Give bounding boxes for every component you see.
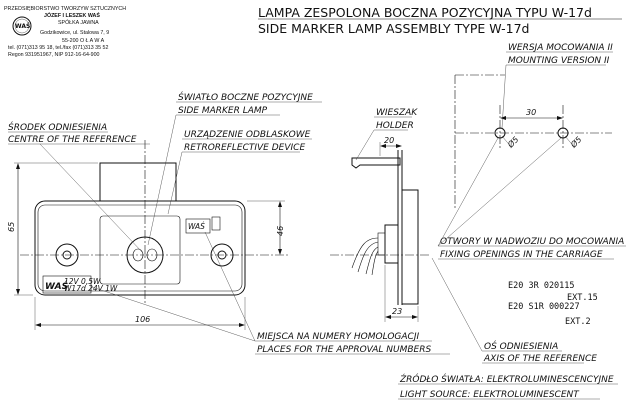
side-dimensions: 20 23 xyxy=(379,136,419,322)
label-centre-pl: ŚRODEK ODNIESIENIA xyxy=(8,121,107,133)
dim-center-height: 46 xyxy=(276,226,285,236)
callout-centre-reference: ŚRODEK ODNIESIENIA CENTRE OF THE REFEREN… xyxy=(8,121,150,254)
approval-code-1: E20 3R 020115 xyxy=(508,281,575,291)
label-light-pl: ŚWIATŁO BOCZNE POZYCYJNE xyxy=(178,91,313,103)
callout-side-marker-lamp: ŚWIATŁO BOCZNE POZYCYJNE SIDE MARKER LAM… xyxy=(147,91,322,246)
lens-type: W17d 24V 1W xyxy=(64,284,118,293)
dim-hole-spacing: 30 xyxy=(526,108,536,117)
company-owners: JÓZEF I LESZEK WAŚ xyxy=(44,11,100,19)
lamp-front-view: WAŚ WAŚ 12V 0,5W W17d 24V 1W xyxy=(20,140,290,305)
label-numbers-pl: MIEJSCA NA NUMERY HOMOLOGACJI xyxy=(257,332,419,342)
dim-holder-width: 20 xyxy=(384,136,394,145)
label-light-en: SIDE MARKER LAMP xyxy=(178,106,268,116)
company-form: SPÓŁKA JAWNA xyxy=(58,19,99,26)
dim-width: 106 xyxy=(135,315,150,324)
company-logo-text: WAŚ xyxy=(15,23,30,30)
approval-code-2: E20 S1R 000227 xyxy=(508,302,580,312)
label-axis-pl: OŚ ODNIESIENIA xyxy=(484,340,558,352)
lens-voltage: 12V 0,5W xyxy=(64,277,101,286)
label-axis-en: AXIS OF THE REFERENCE xyxy=(483,354,597,364)
mounting-version-ii: WERSJA MOCOWANIA II MOUNTING VERSION II … xyxy=(454,43,613,210)
company-street: Godzikowice, ul. Stalowa 7, 9 xyxy=(40,30,109,36)
dim-body-depth: 23 xyxy=(392,307,402,316)
label-numbers-en: PLACES FOR THE APPROVAL NUMBERS xyxy=(257,345,431,355)
company-phone: tel. (071)313 95 18, tel./fax (071)313 3… xyxy=(8,45,108,51)
fixing-hole-right xyxy=(557,127,569,139)
company-header: PRZEDSIĘBIORSTWO TWORZYW SZTUCZNYCH JÓZE… xyxy=(4,6,126,58)
lens-brand: WAŚ xyxy=(45,280,68,292)
label-retro-pl: URZĄDZENIE ODBLASKOWE xyxy=(184,130,311,140)
label-retro-en: RETROREFLECTIVE DEVICE xyxy=(184,143,305,153)
approval-codes: E20 3R 020115 EXT.15 E20 S1R 000227 EXT.… xyxy=(508,281,598,327)
label-mount-pl: WERSJA MOCOWANIA II xyxy=(508,43,613,53)
label-holes-pl: OTWORY W NADWOZIU DO MOCOWANIA xyxy=(440,237,624,247)
dim-height: 65 xyxy=(7,222,16,232)
title-en: SIDE MARKER LAMP ASSEMBLY TYPE W-17d xyxy=(258,21,529,36)
lens-small-brand: WAŚ xyxy=(188,222,205,231)
fixing-hole-left xyxy=(494,127,506,139)
company-name: PRZEDSIĘBIORSTWO TWORZYW SZTUCZNYCH xyxy=(4,6,126,12)
company-logo: WAŚ xyxy=(12,16,32,36)
label-holder-en: HOLDER xyxy=(376,121,414,131)
drawing-title: LAMPA ZESPOLONA BOCZNA POZYCYJNA TYPU W-… xyxy=(258,5,622,36)
light-source-note: ŹRÓDŁO ŚWIATŁA: ELEKTROLUMINESCENCYJNE L… xyxy=(398,373,618,400)
lamp-side-view xyxy=(330,150,430,305)
title-pl: LAMPA ZESPOLONA BOCZNA POZYCYJNA TYPU W-… xyxy=(258,5,592,20)
front-dimensions: 65 106 46 xyxy=(7,162,285,330)
callout-fixing-openings: OTWORY W NADWOZIU DO MOCOWANIA FIXING OP… xyxy=(437,137,626,260)
label-source-pl: ŹRÓDŁO ŚWIATŁA: ELEKTROLUMINESCENCYJNE xyxy=(399,373,614,385)
callout-holder: WIESZAK HOLDER xyxy=(355,108,418,161)
label-holes-en: FIXING OPENINGS IN THE CARRIAGE xyxy=(440,250,603,260)
callout-axis-reference: OŚ ODNIESIENIA AXIS OF THE REFERENCE xyxy=(431,257,597,364)
callout-retroreflective: URZĄDZENIE ODBLASKOWE RETROREFLECTIVE DE… xyxy=(167,130,312,215)
company-city: 55-200 O Ł A W A xyxy=(62,38,105,44)
label-holder-pl: WIESZAK xyxy=(376,108,418,118)
company-regon: Regon 931951967, NIP 912-16-64-900 xyxy=(8,52,100,58)
approval-ext-1: EXT.15 xyxy=(567,293,598,303)
label-source-en: LIGHT SOURCE: ELEKTROLUMINESCENT xyxy=(400,390,580,400)
label-centre-en: CENTRE OF THE REFERENCE xyxy=(8,135,137,145)
callout-approval-places: MIEJSCA NA NUMERY HOMOLOGACJI PLACES FOR… xyxy=(91,231,450,355)
approval-ext-2: EXT.2 xyxy=(565,317,591,327)
label-mount-en: MOUNTING VERSION II xyxy=(508,56,610,66)
